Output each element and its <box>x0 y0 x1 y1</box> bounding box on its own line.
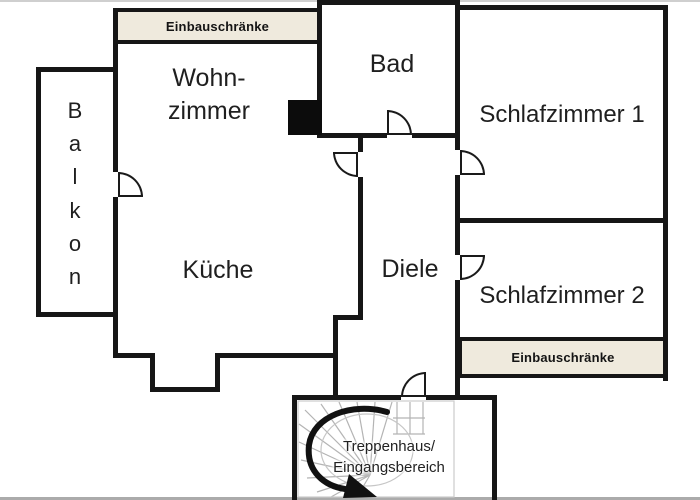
wall <box>358 177 363 315</box>
balcony-letter: a <box>68 131 82 157</box>
balcony-letter: k <box>69 197 81 223</box>
room-label-diele: Diele <box>381 255 439 283</box>
wall <box>292 395 297 500</box>
wall <box>215 353 337 358</box>
room-label-schlafzimmer2: Schlafzimmer 2 <box>479 282 645 309</box>
balcony-letter: o <box>68 230 82 256</box>
wall <box>663 5 668 381</box>
wall <box>458 5 668 10</box>
wall <box>358 138 363 152</box>
kitchen-hall-door-arc <box>333 152 358 177</box>
entry-door-arc <box>401 372 426 397</box>
photo-edge-bottom <box>0 497 700 500</box>
bath-door-arc <box>387 110 412 135</box>
stairwell-line1: Treppenhaus/ <box>342 438 435 455</box>
bedroom1-door-arc <box>460 150 485 175</box>
wall <box>455 0 460 150</box>
balcony-door-arc <box>118 172 143 197</box>
wall <box>458 218 668 223</box>
balcony-letter: l <box>72 164 78 190</box>
wall <box>317 0 460 5</box>
room-label-schlafzimmer1: Schlafzimmer 1 <box>479 101 645 128</box>
wall <box>292 395 401 400</box>
wall <box>113 8 118 172</box>
chimney-block <box>288 100 322 135</box>
wall <box>333 315 363 320</box>
room-label-kueche: Küche <box>182 256 254 284</box>
closet-right-box: Einbauschränke <box>458 337 668 378</box>
wall <box>317 0 322 138</box>
wall <box>150 355 155 392</box>
balcony-label: B a l k o n <box>64 98 86 290</box>
bedroom2-door-arc <box>460 255 485 280</box>
closet-top-box: Einbauschränke <box>113 8 322 44</box>
wall <box>455 280 460 397</box>
wall <box>426 395 497 400</box>
balcony-letter: B <box>67 98 83 123</box>
room-label-wohnzimmer: Wohn- zimmer <box>168 62 250 128</box>
wall <box>113 353 155 358</box>
wall <box>455 175 460 255</box>
wall <box>113 197 118 358</box>
stairwell-line2: Eingangsbereich <box>333 459 445 476</box>
balcony-outline <box>36 67 113 317</box>
wohnzimmer-line1: Wohn- <box>172 64 246 92</box>
wall <box>412 133 460 138</box>
balcony-letter: n <box>68 263 82 289</box>
room-label-bad: Bad <box>369 50 415 78</box>
spiral-staircase-graphic <box>297 400 455 498</box>
stairwell-label: Treppenhaus/ Eingangsbereich <box>333 436 445 478</box>
wall <box>492 395 497 500</box>
wall <box>150 387 220 392</box>
wall <box>322 133 387 138</box>
stair-direction-arrow <box>305 405 390 498</box>
wohnzimmer-line2: zimmer <box>168 97 250 125</box>
closet-top-label: Einbauschränke <box>165 18 270 34</box>
closet-right-label: Einbauschränke <box>511 350 615 365</box>
wall <box>215 355 220 392</box>
